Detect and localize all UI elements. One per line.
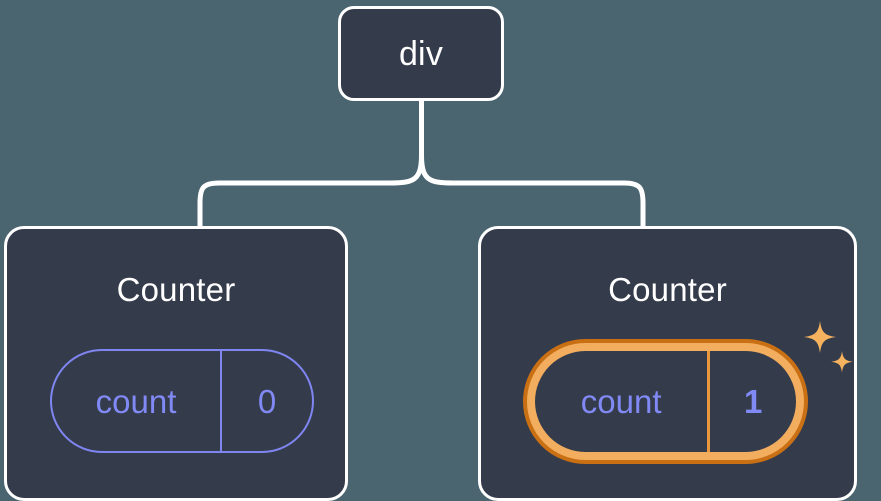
sparkle-small-icon xyxy=(831,351,853,373)
state-key-right: count xyxy=(580,383,662,420)
node-counter-left[interactable]: Counter count 0 xyxy=(4,226,348,501)
state-pill-right-highlighted[interactable]: count 1 xyxy=(523,339,808,464)
state-pill-right-wrap: count 1 xyxy=(523,339,808,464)
node-counter-right-label: Counter xyxy=(608,271,727,308)
sparkle-large-icon xyxy=(804,321,836,353)
node-counter-left-label: Counter xyxy=(116,271,236,308)
state-pill-right-inner: count 1 xyxy=(535,351,796,452)
state-pill-left-wrap: count 0 xyxy=(50,349,314,453)
state-pill-left[interactable]: count 0 xyxy=(50,349,314,453)
state-value-right: 1 xyxy=(707,351,796,452)
state-key-left: count xyxy=(95,382,177,420)
node-counter-right[interactable]: Counter count 1 xyxy=(478,226,857,501)
node-root-label: div xyxy=(398,34,444,73)
state-value-left: 0 xyxy=(220,351,312,451)
node-root-div[interactable]: div xyxy=(338,6,504,101)
